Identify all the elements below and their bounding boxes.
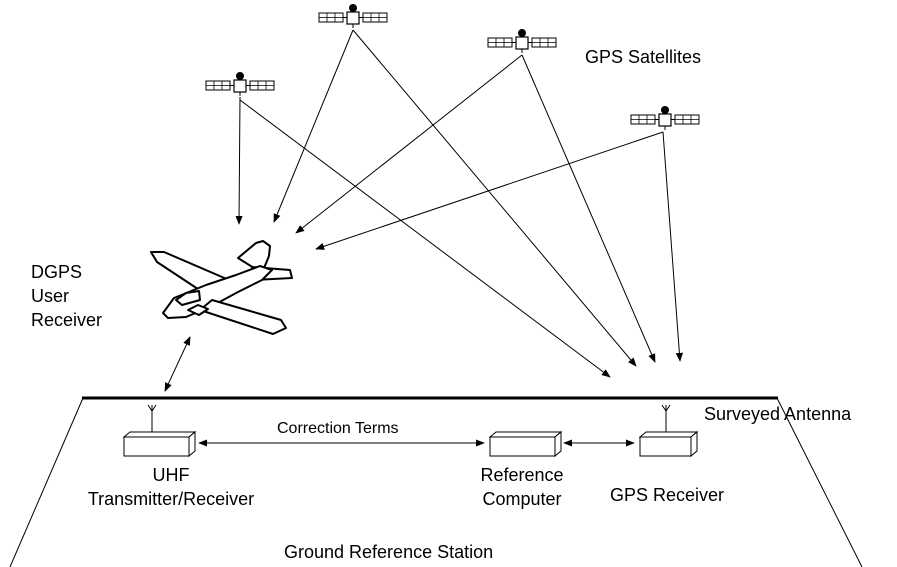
box-icon bbox=[122, 430, 197, 458]
gps-receiver-label: GPS Receiver bbox=[610, 485, 725, 505]
uplink-arrow bbox=[164, 336, 191, 392]
dgps-label-line2: User bbox=[31, 286, 70, 306]
uhf-label-line1: UHF bbox=[152, 465, 190, 485]
correction-terms-label: Correction Terms bbox=[277, 420, 399, 437]
antenna-icon bbox=[147, 404, 157, 433]
signal-arrow bbox=[352, 29, 637, 367]
dgps-label-line3: Receiver bbox=[31, 310, 103, 330]
aircraft-icon bbox=[150, 240, 293, 335]
reference-computer-label-line2: Computer bbox=[482, 489, 562, 509]
satellite-icon bbox=[487, 28, 557, 54]
signal-arrow bbox=[239, 99, 611, 378]
box-icon bbox=[638, 430, 699, 458]
ground-station-label: Ground Reference Station bbox=[284, 542, 494, 562]
signal-arrow bbox=[235, 96, 243, 225]
gps-satellites-label: GPS Satellites bbox=[585, 47, 702, 67]
signal-arrow bbox=[295, 54, 523, 234]
satellite-icon bbox=[630, 105, 700, 131]
satellite-icon bbox=[205, 71, 275, 97]
signal-arrow bbox=[662, 131, 683, 362]
uhf-label-line2: Transmitter/Receiver bbox=[87, 489, 255, 509]
box-icon bbox=[488, 430, 563, 458]
antenna-icon bbox=[661, 404, 671, 433]
dgps-label-line1: DGPS bbox=[31, 262, 83, 282]
ground-platform bbox=[9, 396, 863, 567]
satellite-icon bbox=[318, 3, 388, 29]
surveyed-antenna-label: Surveyed Antenna bbox=[704, 404, 852, 424]
signal-arrow bbox=[315, 131, 664, 250]
signal-arrow bbox=[273, 29, 354, 223]
reference-computer-label-line1: Reference bbox=[480, 465, 564, 485]
signal-arrow bbox=[521, 54, 656, 363]
